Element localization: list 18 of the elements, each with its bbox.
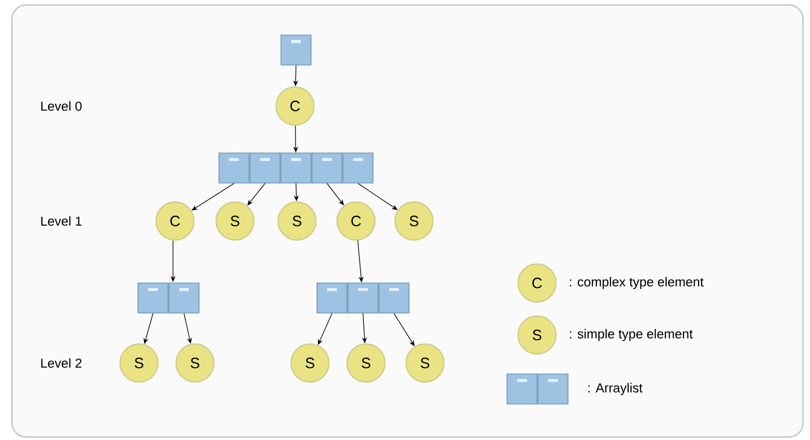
legend-text: : complex type element — [570, 276, 704, 290]
array-cell — [250, 152, 280, 184]
array-cell — [378, 282, 410, 314]
legend-text: : Arraylist — [588, 382, 642, 396]
array-cell — [218, 152, 250, 184]
array-cell — [168, 282, 200, 314]
array-cell — [138, 282, 168, 314]
array-cell — [348, 282, 378, 314]
level-label: Level 1 — [41, 216, 82, 226]
arrow — [192, 183, 234, 210]
level-label: Level 2 — [41, 358, 82, 368]
array-cell — [280, 152, 312, 184]
array-cell — [312, 152, 342, 184]
array-cell — [316, 282, 348, 314]
legend-text: : simple type element — [570, 328, 693, 342]
array-cell — [280, 34, 312, 66]
array-cell — [342, 152, 374, 184]
level-label: Level 0 — [41, 101, 82, 111]
